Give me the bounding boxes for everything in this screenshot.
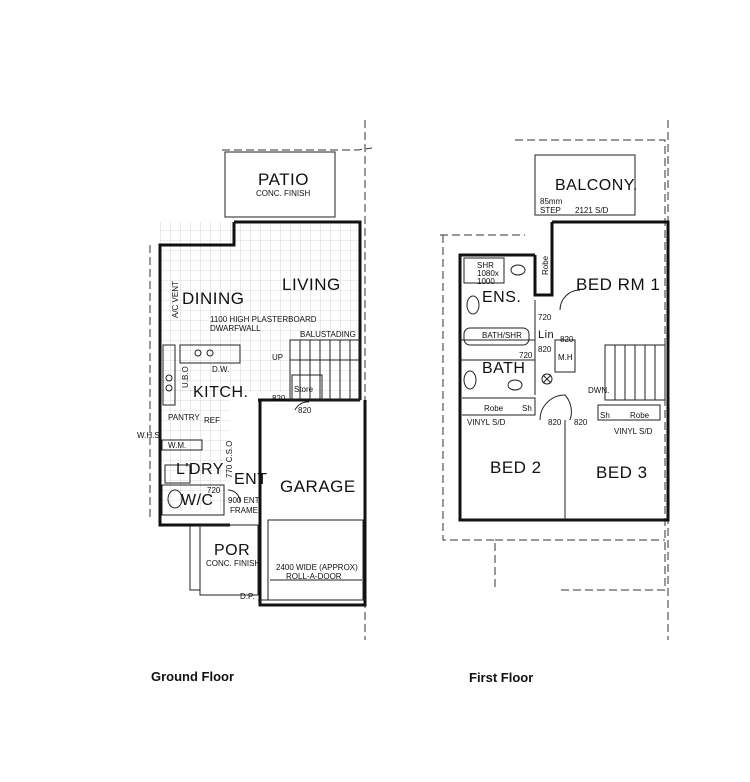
garage-door-label-1: 2400 WIDE (APPROX) — [276, 563, 358, 572]
step-label-1: 85mm — [540, 197, 563, 206]
balustading-label: BALUSTADING — [300, 330, 356, 339]
lin-label: Lin — [538, 329, 554, 341]
robe2-label: Robe — [484, 404, 504, 413]
door-820b-label-ff: 820 — [538, 345, 552, 354]
shr-dim2-label: 1000 — [477, 277, 495, 286]
por-label: POR — [214, 542, 250, 559]
door-820b-label: 820 — [298, 406, 312, 415]
door-820a-label: 820 — [272, 394, 286, 403]
bed2-label: BED 2 — [490, 458, 542, 477]
ac-vent-label: A/C VENT — [171, 281, 180, 318]
patio-finish-label: CONC. FINISH — [256, 189, 310, 198]
ubo-label: U.B.O — [181, 366, 190, 388]
cso-label: 770 C.S.O — [225, 441, 234, 478]
store-label: Store — [294, 385, 314, 394]
wm-label: W.M. — [168, 441, 186, 450]
door-720b-label: 720 — [519, 351, 533, 360]
store-room — [291, 374, 323, 401]
door-720a-label: 720 — [538, 313, 552, 322]
ref-label: REF — [204, 416, 220, 425]
dw-label: D.W. — [212, 365, 229, 374]
sliding-door-label: 2121 S/D — [575, 206, 609, 215]
ldry-label: L'DRY — [176, 461, 224, 478]
bed1-label: BED RM 1 — [576, 275, 660, 294]
porch-area — [199, 524, 259, 596]
robe3-label: Robe — [630, 411, 650, 420]
patio-label: PATIO — [258, 170, 309, 189]
sh2-label: Sh — [522, 404, 532, 413]
ent-label: ENT — [234, 471, 268, 488]
shr-dim-label: 1080x — [477, 269, 499, 278]
door-900-label: 900 ENT — [228, 496, 260, 505]
garage-label: GARAGE — [280, 477, 356, 496]
door-820a-label-ff: 820 — [560, 335, 574, 344]
dp-label: D.P. — [240, 592, 255, 601]
first-floor-plan: BALCONY. 85mm STEP 2121 S/D Robe SHR 108… — [440, 120, 670, 640]
balcony-area — [534, 154, 636, 216]
pantry-label: PANTRY — [168, 413, 200, 422]
garage-door-label-2: ROLL-A-DOOR — [286, 572, 342, 581]
dwarfwall-label-1: 1100 HIGH PLASTERBOARD — [210, 315, 317, 324]
tiled-floor — [160, 222, 360, 392]
door-720-label: 720 — [207, 486, 221, 495]
first-floor-caption: First Floor — [469, 670, 534, 685]
door-820d-label: 820 — [574, 418, 588, 427]
frame-label: FRAME — [230, 506, 258, 515]
kitch-label: KITCH. — [193, 384, 248, 401]
first-stairs — [604, 344, 666, 401]
ground-stairs — [289, 339, 361, 401]
ground-floor-caption: Ground Floor — [151, 669, 235, 684]
vinyl2-label: VINYL S/D — [467, 418, 506, 427]
dwn-label: DWN. — [588, 386, 609, 395]
por-finish-label: CONC. FINISH — [206, 559, 260, 568]
shr-label: SHR — [477, 261, 494, 270]
sh3-label: Sh — [600, 411, 610, 420]
bath-shr-label: BATH/SHR — [482, 331, 522, 340]
dwarfwall-label-2: DWARFWALL — [210, 324, 261, 333]
up-label: UP — [272, 353, 283, 362]
bath-label: BATH — [482, 360, 525, 377]
dining-label: DINING — [182, 289, 245, 308]
robe-top-label: Robe — [541, 255, 550, 275]
bed3-label: BED 3 — [596, 463, 648, 482]
mh-label: M.H — [558, 353, 573, 362]
balcony-label: BALCONY. — [555, 177, 638, 194]
wc-label: W/C — [181, 492, 214, 509]
living-label: LIVING — [282, 275, 341, 294]
ens-label: ENS. — [482, 289, 521, 306]
ground-floor-plan: PATIO CONC. FINISH LIVING DINING A/C VEN… — [137, 120, 373, 640]
vinyl3-label: VINYL S/D — [614, 427, 653, 436]
whs-label: W.H.S — [137, 431, 160, 440]
patio-area — [224, 151, 336, 218]
door-820c-label: 820 — [548, 418, 562, 427]
step-label-2: STEP — [540, 206, 561, 215]
